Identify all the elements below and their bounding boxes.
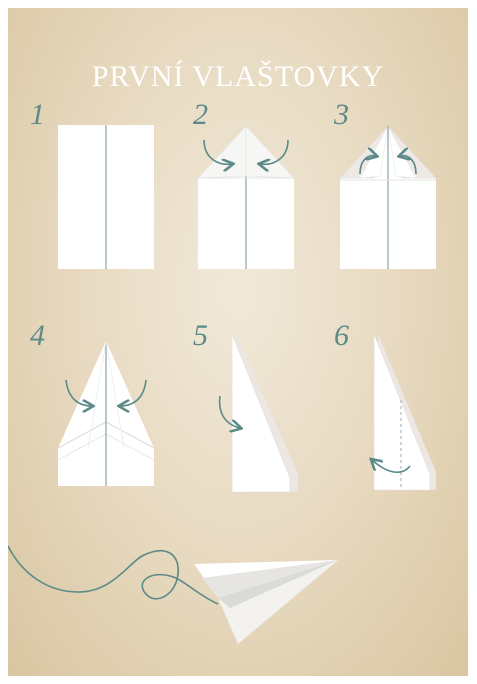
step-6-paper	[372, 334, 436, 490]
flight-path-icon	[8, 546, 218, 604]
step-2-paper	[198, 126, 294, 269]
step-3-paper	[340, 126, 436, 269]
folding-diagram	[8, 8, 468, 676]
step-5-paper	[220, 334, 298, 492]
step-1-paper	[58, 125, 154, 269]
step-4-paper	[58, 341, 154, 486]
instruction-poster: PRVNÍ VLAŠTOVKY 1 2 3 4 5 6	[8, 8, 468, 676]
